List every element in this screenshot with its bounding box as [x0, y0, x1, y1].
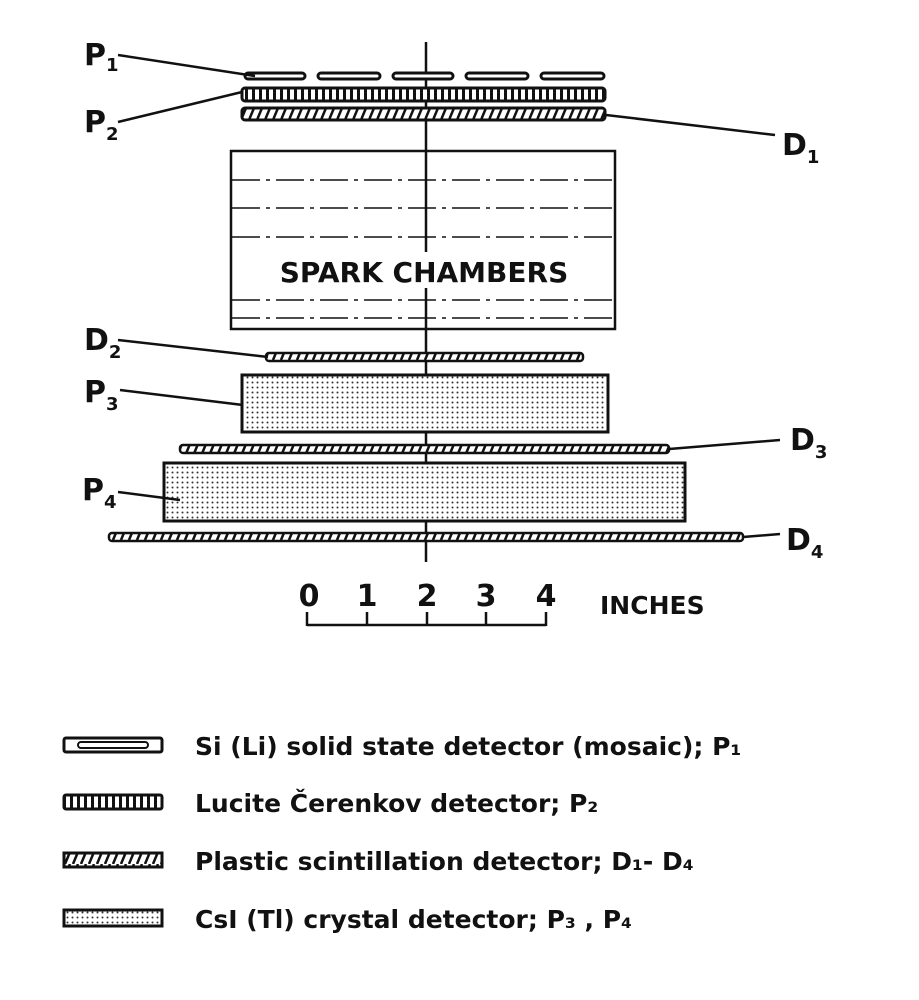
spark-chambers: SPARK CHAMBERS: [229, 149, 617, 331]
label-d2: D2: [84, 323, 121, 363]
p1-si-li-detector: [243, 71, 606, 81]
scale-tick-3: 3: [476, 579, 497, 614]
scale-tick-4: 4: [536, 579, 557, 614]
legend-text-lucite: Lucite Čerenkov detector; P₂: [195, 788, 598, 818]
legend: Si (Li) solid state detector (mosaic); P…: [62, 732, 741, 934]
leader-lines: [117, 53, 781, 539]
label-p4: P4: [82, 473, 117, 513]
d4-plastic-scintillator: [107, 531, 745, 543]
p2-lucite-cerenkov-detector: [240, 86, 607, 103]
legend-swatch-csi: [62, 908, 164, 928]
label-p3: P3: [84, 375, 119, 415]
scale-unit: INCHES: [600, 591, 705, 620]
label-d3: D3: [790, 423, 827, 463]
scale-bar: 0 1 2 3 4 INCHES: [299, 579, 705, 627]
p4-csi-crystal-detector: [162, 461, 687, 523]
label-d4: D4: [786, 523, 823, 563]
p3-csi-crystal-detector: [240, 373, 610, 434]
legend-swatch-plastic: [62, 851, 164, 869]
d2-plastic-scintillator: [264, 351, 585, 363]
label-p2: P2: [84, 105, 119, 145]
scale-tick-2: 2: [417, 579, 438, 614]
legend-text-csi: CsI (Tl) crystal detector; P₃ , P₄: [195, 905, 632, 934]
legend-swatch-lucite: [62, 793, 164, 811]
scale-tick-0: 0: [299, 579, 320, 614]
d1-plastic-scintillator: [240, 106, 607, 122]
label-p1: P1: [84, 38, 119, 76]
legend-text-plastic: Plastic scintillation detector; D₁- D₄: [195, 847, 694, 876]
scale-tick-1: 1: [357, 579, 378, 614]
d3-plastic-scintillator: [178, 443, 671, 455]
label-d1: D1: [782, 128, 819, 168]
legend-swatch-si-li: [62, 736, 164, 754]
spark-chambers-label: SPARK CHAMBERS: [280, 256, 569, 289]
legend-text-si-li: Si (Li) solid state detector (mosaic); P…: [195, 732, 741, 761]
